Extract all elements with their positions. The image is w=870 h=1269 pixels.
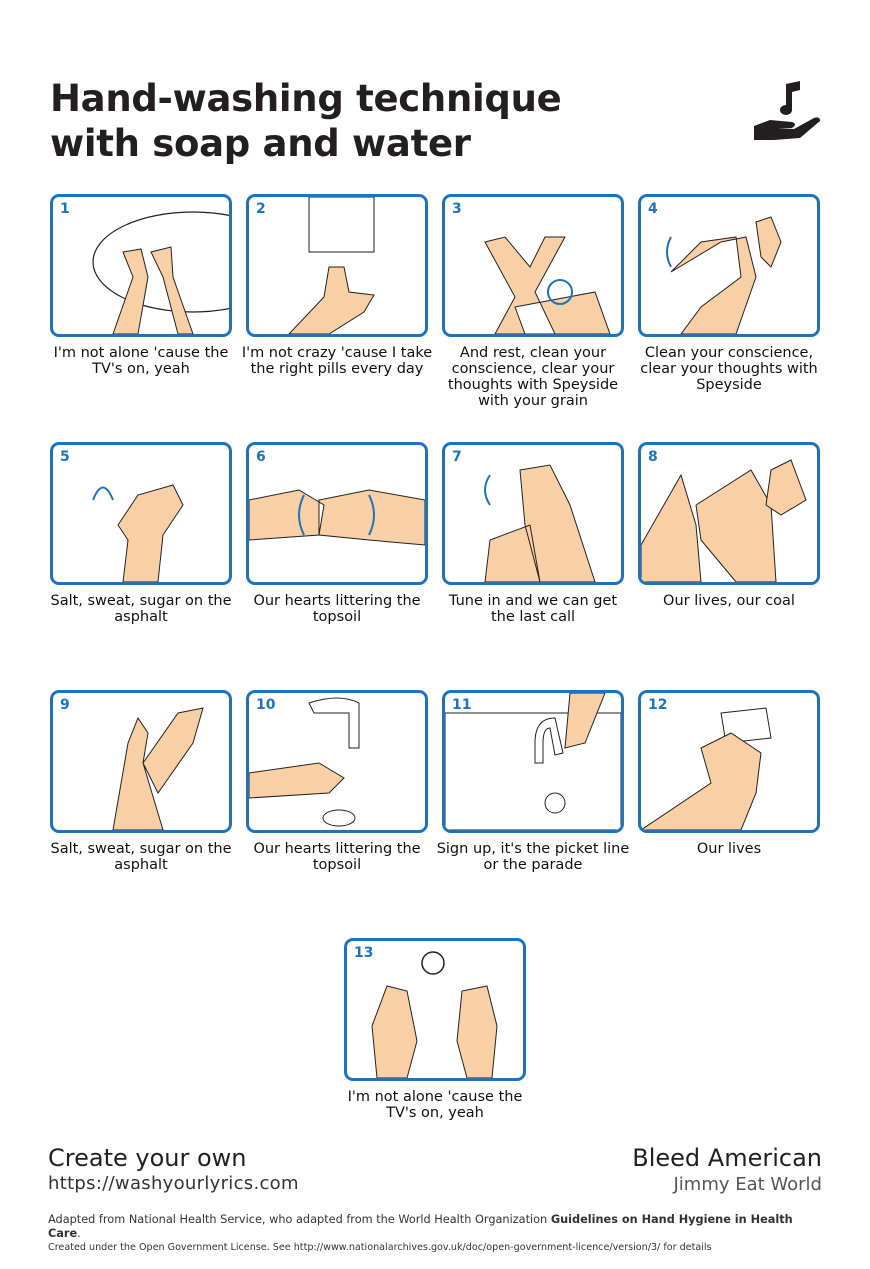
step-caption: I'm not alone 'cause the TV's on, yeah bbox=[53, 345, 229, 377]
step-1-illustration-card: 1 bbox=[50, 194, 232, 337]
hand-washing-illustration bbox=[445, 693, 621, 830]
step-2-illustration-card: 2 bbox=[246, 194, 428, 337]
step-caption: Salt, sweat, sugar on the asphalt bbox=[50, 593, 232, 625]
step-number: 1 bbox=[60, 201, 70, 217]
hand-washing-illustration bbox=[249, 489, 425, 546]
step-caption: Sign up, it's the picket line or the par… bbox=[436, 841, 630, 873]
hand-washing-illustration bbox=[288, 197, 375, 334]
step-4-illustration-card: 4 bbox=[638, 194, 820, 337]
song-title: Bleed American bbox=[632, 1144, 822, 1172]
artist-name: Jimmy Eat World bbox=[673, 1174, 822, 1195]
hand-washing-illustration bbox=[92, 211, 229, 334]
hand-washing-illustration bbox=[641, 459, 807, 582]
hand-washing-illustration bbox=[641, 707, 772, 830]
step-13-illustration-card: 13 bbox=[344, 938, 526, 1081]
create-your-own-heading: Create your own bbox=[48, 1144, 247, 1172]
license-text: Created under the Open Government Licens… bbox=[48, 1242, 712, 1253]
step-number: 8 bbox=[648, 449, 658, 465]
step-caption: Our hearts littering the topsoil bbox=[253, 593, 421, 625]
step-number: 5 bbox=[60, 449, 70, 465]
attribution-suffix: . bbox=[77, 1227, 81, 1240]
step-caption: Clean your conscience, clear your though… bbox=[640, 345, 818, 393]
hand-with-music-note-icon bbox=[754, 81, 820, 140]
hand-washing-illustration bbox=[484, 236, 611, 334]
step-number: 11 bbox=[452, 697, 472, 713]
step-number: 7 bbox=[452, 449, 462, 465]
step-caption: Tune in and we can get the last call bbox=[448, 593, 618, 625]
attribution-prefix: Adapted from National Health Service, wh… bbox=[48, 1213, 551, 1226]
step-caption: Our lives, our coal bbox=[663, 593, 795, 609]
hand-washing-illustration bbox=[371, 951, 498, 1078]
step-8-illustration-card: 8 bbox=[638, 442, 820, 585]
step-caption: Our hearts littering the topsoil bbox=[253, 841, 421, 873]
step-7-illustration-card: 7 bbox=[442, 442, 624, 585]
step-caption: I'm not crazy 'cause I take the right pi… bbox=[241, 345, 433, 377]
step-10-illustration-card: 10 bbox=[246, 690, 428, 833]
step-number: 4 bbox=[648, 201, 658, 217]
page-title: Hand-washing technique with soap and wat… bbox=[50, 76, 562, 166]
step-number: 6 bbox=[256, 449, 266, 465]
title-line-2: with soap and water bbox=[50, 122, 471, 165]
hand-washing-illustration bbox=[249, 697, 360, 827]
hand-washing-illustration bbox=[92, 484, 184, 582]
hand-washing-illustration bbox=[112, 707, 204, 830]
step-11-illustration-card: 11 bbox=[442, 690, 624, 833]
step-number: 12 bbox=[648, 697, 668, 713]
step-3-illustration-card: 3 bbox=[442, 194, 624, 337]
hand-washing-illustration bbox=[666, 216, 782, 334]
step-number: 10 bbox=[256, 697, 276, 713]
step-number: 13 bbox=[354, 945, 374, 961]
step-caption: I'm not alone 'cause the TV's on, yeah bbox=[347, 1089, 523, 1121]
attribution-text: Adapted from National Health Service, wh… bbox=[48, 1213, 808, 1241]
title-line-1: Hand-washing technique bbox=[50, 77, 562, 120]
step-number: 9 bbox=[60, 697, 70, 713]
hand-washing-illustration bbox=[484, 464, 596, 582]
step-number: 2 bbox=[256, 201, 266, 217]
step-5-illustration-card: 5 bbox=[50, 442, 232, 585]
guidelines-title: Guidelines on Hand Hygiene in Health Car… bbox=[48, 1213, 793, 1240]
step-number: 3 bbox=[452, 201, 462, 217]
website-link[interactable]: https://washyourlyrics.com bbox=[48, 1173, 299, 1194]
step-6-illustration-card: 6 bbox=[246, 442, 428, 585]
step-12-illustration-card: 12 bbox=[638, 690, 820, 833]
step-caption: Salt, sweat, sugar on the asphalt bbox=[50, 841, 232, 873]
step-9-illustration-card: 9 bbox=[50, 690, 232, 833]
step-caption: And rest, clean your conscience, clear y… bbox=[447, 345, 619, 409]
step-caption: Our lives bbox=[696, 841, 762, 857]
